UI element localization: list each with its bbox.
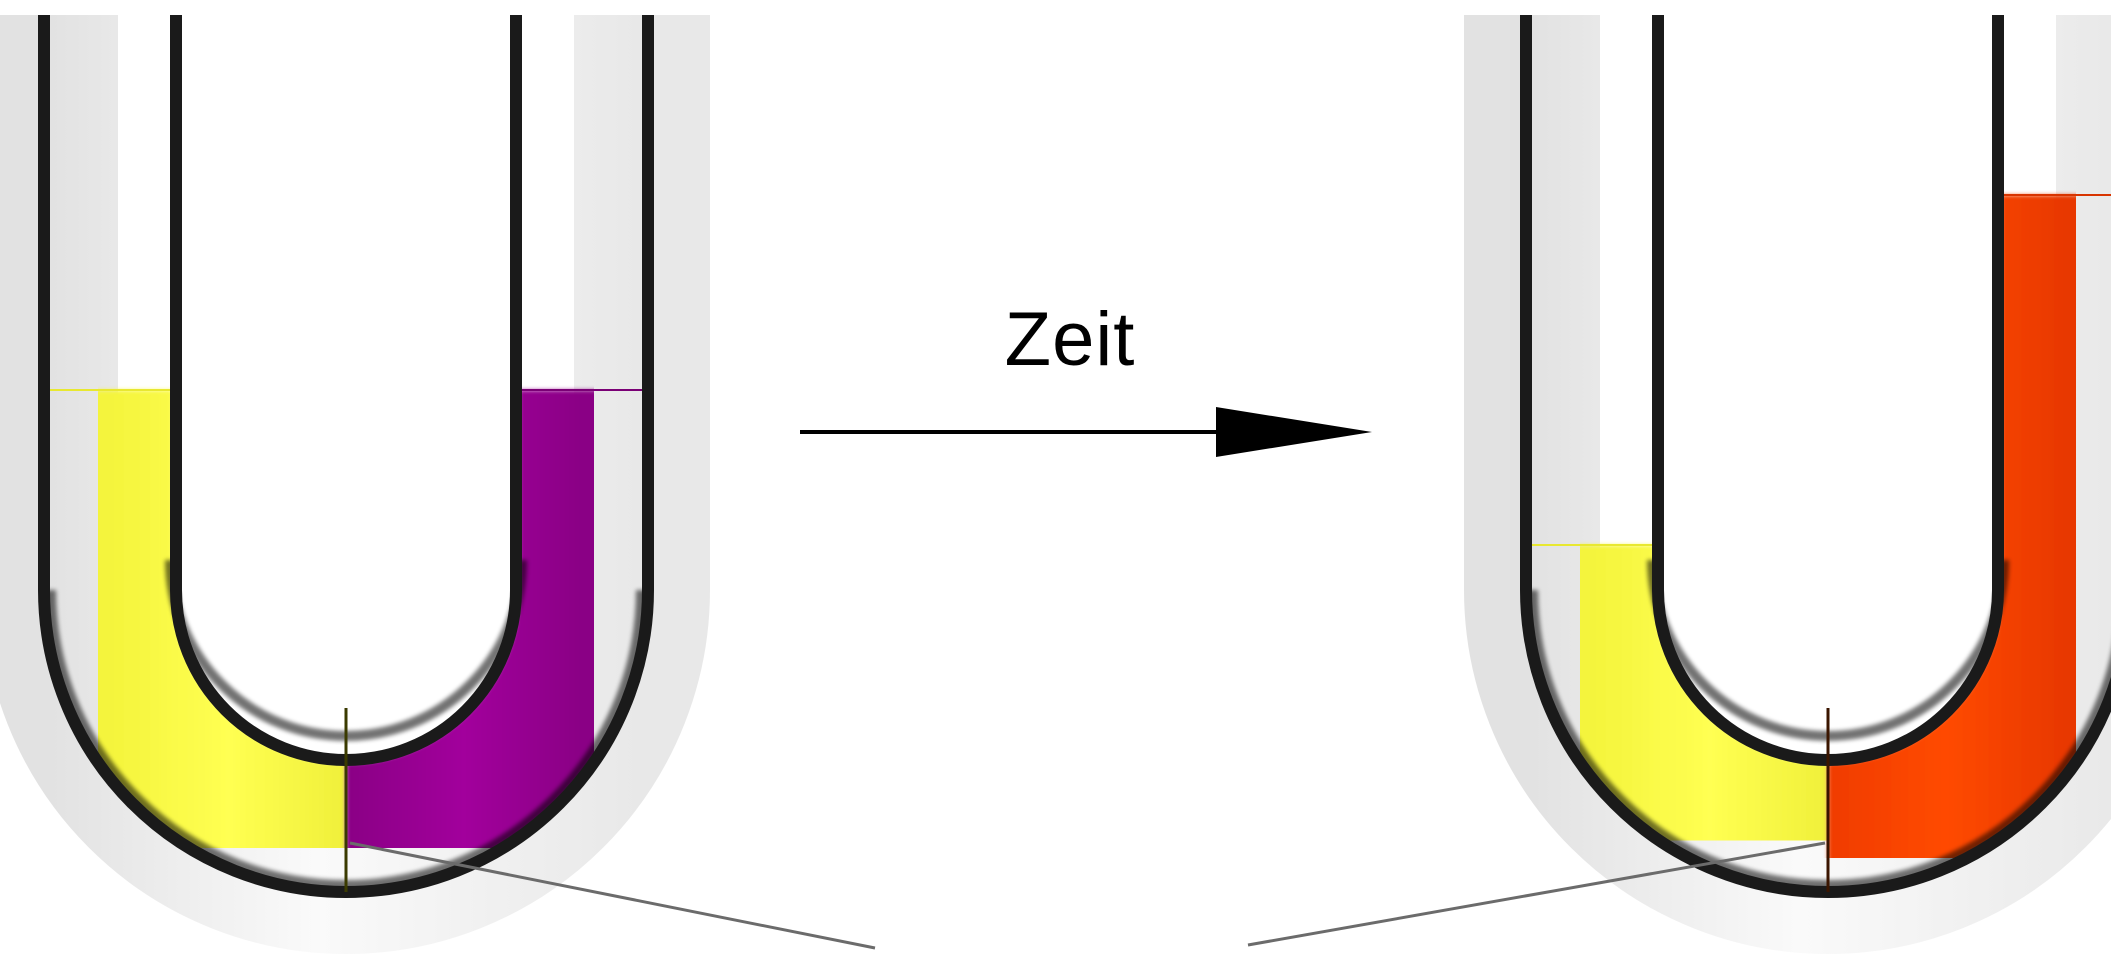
- time-caption: Zeit: [1004, 297, 1136, 382]
- yellow-liquid-left-after: [1529, 545, 1830, 889]
- purple-liquid-right-before: [344, 390, 645, 889]
- tube-inner-wall-before: [170, 15, 522, 766]
- tube-inner-wall-after: [1652, 15, 2004, 766]
- pointer-lines: [349, 841, 1826, 950]
- u-tube-before: [0, 15, 710, 954]
- yellow-liquid-left-before: [47, 390, 348, 889]
- arrow-head: [1216, 407, 1372, 457]
- time-arrow: [800, 407, 1372, 457]
- u-tube-after: [1464, 15, 2111, 954]
- pointer-line-right: [1247, 841, 1826, 947]
- orange-liquid-right-after: [1826, 195, 2111, 889]
- pointer-line-left: [349, 841, 876, 950]
